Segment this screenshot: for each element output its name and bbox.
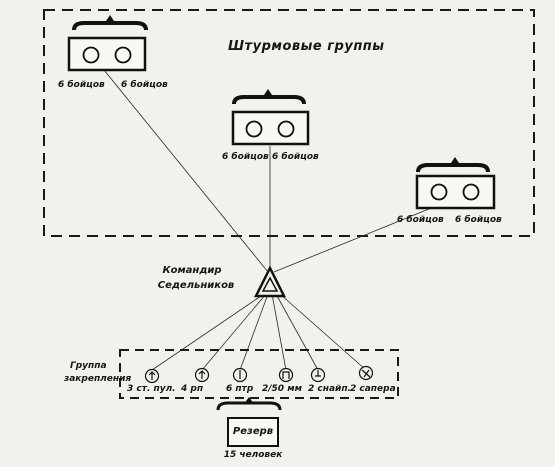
- assault-group-2: [231, 89, 310, 146]
- link-commander-group-1: [103, 69, 269, 273]
- link-commander-item-5: [275, 293, 319, 371]
- holding-group-label-1: Группа: [70, 361, 107, 371]
- group-3-left-label: 6 бойцов: [397, 215, 444, 225]
- group-1-right-label: 6 бойцов: [121, 80, 168, 90]
- link-commander-item-2: [201, 293, 267, 371]
- item-anti-tank-rifles: 6 птр: [226, 384, 254, 394]
- assault-group-1: [67, 15, 148, 72]
- rifle-icon: [194, 367, 210, 383]
- group-2-right-label: 6 бойцов: [272, 152, 319, 162]
- holding-group-label-2: закрепления: [64, 374, 132, 384]
- link-commander-item-6: [279, 293, 367, 371]
- group-1-left-label: 6 бойцов: [58, 80, 105, 90]
- reserve-label: Резерв: [232, 426, 274, 437]
- sniper-icon: [310, 367, 326, 383]
- assault-area-frame: [43, 9, 535, 237]
- holding-group-frame: [119, 349, 399, 399]
- item-machine-guns: 3 ст. пул.: [127, 384, 176, 394]
- group-2-left-label: 6 бойцов: [222, 152, 269, 162]
- mortar-icon: [278, 367, 294, 383]
- holding-group-icons: [144, 365, 374, 384]
- item-snipers: 2 снайп.: [308, 384, 351, 394]
- reserve-box: [227, 417, 279, 447]
- commander-name: Седельников: [157, 280, 235, 291]
- item-mortars: 2/50 мм: [262, 384, 302, 394]
- anti-tank-rifle-icon: [232, 367, 248, 383]
- commander-title: Командир: [162, 265, 222, 276]
- diagram-title: Штурмовые группы: [228, 39, 385, 54]
- link-commander-group-3: [273, 201, 447, 273]
- item-sappers: 2 сапера: [350, 384, 396, 394]
- machine-gun-icon: [144, 368, 160, 384]
- commander-symbol: [253, 265, 287, 298]
- sapper-icon: [358, 365, 374, 381]
- item-rifles: 4 рп: [181, 384, 204, 394]
- reserve-count: 15 человек: [223, 450, 283, 460]
- link-commander-item-1: [151, 293, 265, 371]
- link-commander-item-4: [271, 293, 287, 371]
- reserve-arrow: [244, 397, 254, 404]
- reserve-connector: [216, 401, 282, 411]
- group-3-right-label: 6 бойцов: [455, 215, 502, 225]
- link-commander-item-3: [239, 293, 269, 371]
- assault-group-3: [415, 157, 496, 210]
